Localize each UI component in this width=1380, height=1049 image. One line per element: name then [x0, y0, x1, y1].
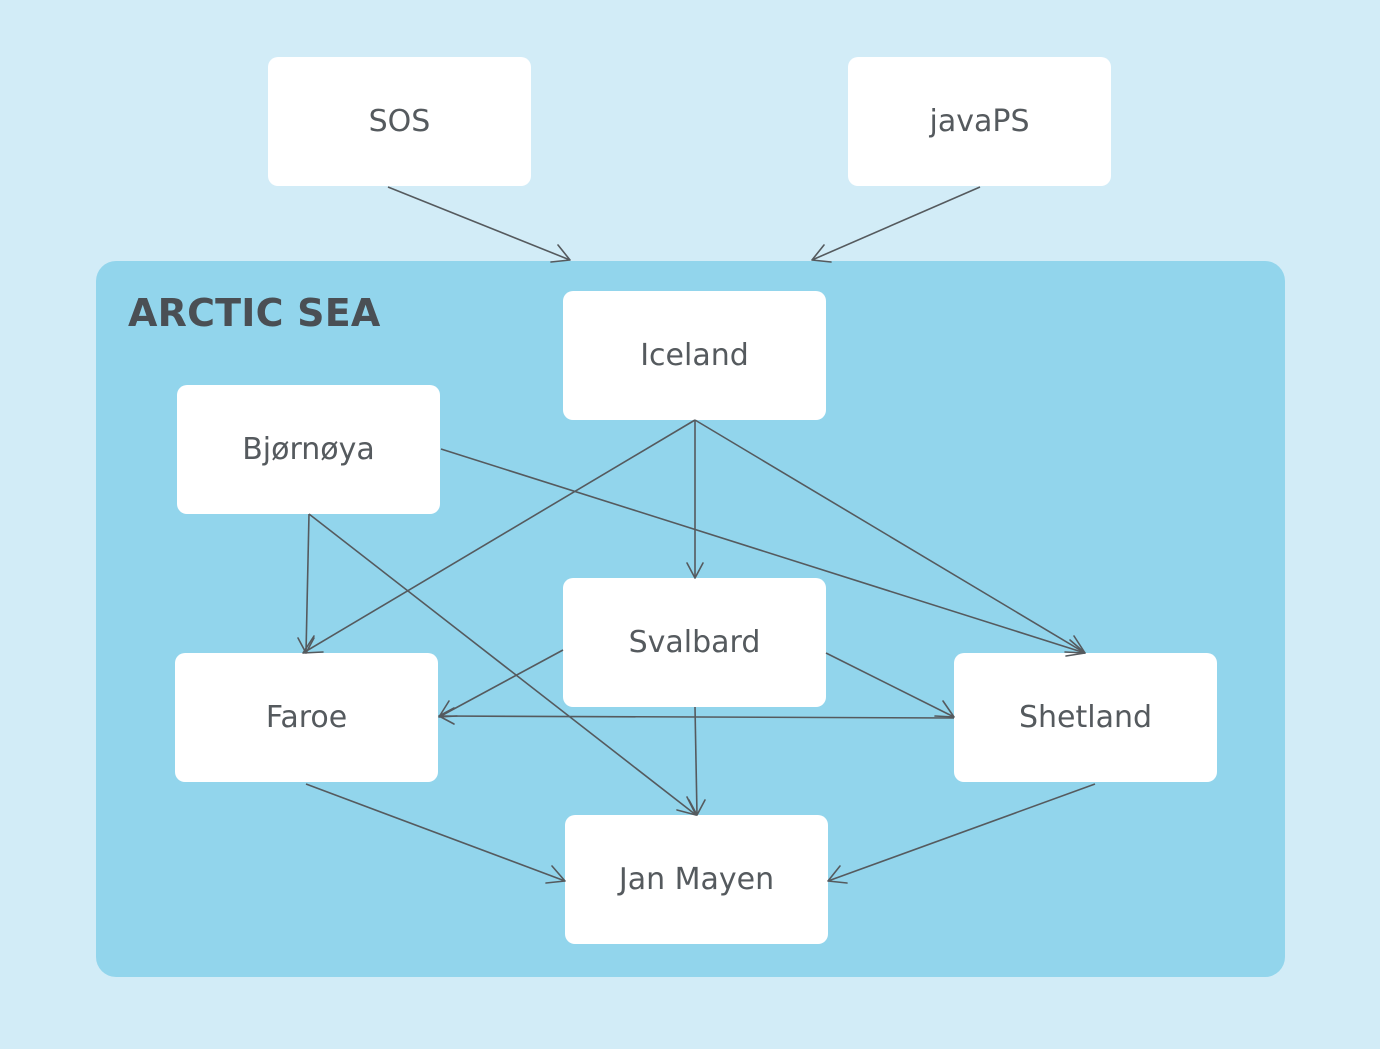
- node-label-javaps: javaPS: [929, 104, 1030, 139]
- node-label-janmayen: Jan Mayen: [618, 862, 775, 897]
- node-iceland[interactable]: Iceland: [563, 291, 826, 420]
- arrowhead-icon: [550, 244, 571, 263]
- edge-javaps-arctic-sea: [811, 186, 981, 261]
- edge-sos-arctic-sea: [387, 186, 571, 261]
- node-janmayen[interactable]: Jan Mayen: [565, 815, 828, 944]
- node-label-iceland: Iceland: [640, 338, 749, 373]
- node-svalbard[interactable]: Svalbard: [563, 578, 826, 707]
- node-label-sos: SOS: [368, 104, 431, 139]
- node-faroe[interactable]: Faroe: [175, 653, 438, 782]
- node-label-svalbard: Svalbard: [628, 625, 761, 660]
- node-label-faroe: Faroe: [265, 700, 348, 735]
- node-bjornoya[interactable]: Bjørnøya: [177, 385, 440, 514]
- node-shetland[interactable]: Shetland: [954, 653, 1217, 782]
- node-label-shetland: Shetland: [1018, 700, 1153, 735]
- region-title: ARCTIC SEA: [128, 291, 381, 335]
- node-javaps[interactable]: javaPS: [848, 57, 1111, 186]
- node-sos[interactable]: SOS: [268, 57, 531, 186]
- arrowhead-icon: [811, 244, 832, 263]
- node-label-bjornoya: Bjørnøya: [242, 432, 375, 467]
